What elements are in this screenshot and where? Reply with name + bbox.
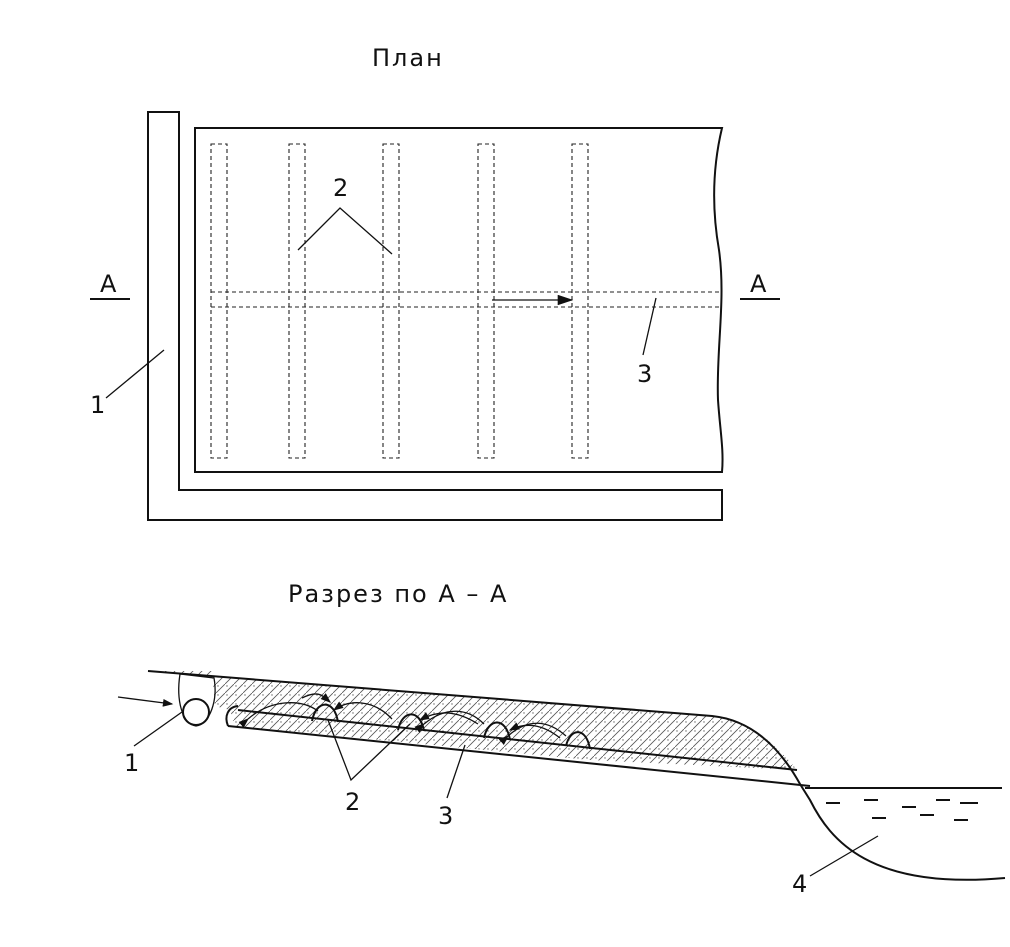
section-leader-water-body: [809, 835, 879, 877]
plan-drain: [288, 143, 306, 459]
plan-leader-collector: [642, 297, 657, 356]
plan-section-mark-right: А: [750, 270, 767, 298]
section-drain: [311, 703, 339, 723]
plan-label-ditch: 1: [90, 391, 105, 419]
section-title: Разрез по А – А: [288, 580, 508, 608]
section-collector: [225, 705, 811, 787]
section-ground-surface: [147, 670, 1006, 881]
plan-leader-ditch: [105, 349, 165, 399]
plan-label-collector: 3: [637, 360, 652, 388]
plan-ditch: [147, 111, 723, 521]
section-leader-drains: [327, 719, 411, 782]
plan-section-mark-left: А: [100, 270, 117, 298]
section-drain: [565, 731, 591, 750]
section-label-drains: 2: [345, 788, 360, 816]
plan-drains: [210, 143, 589, 459]
plan-drain: [210, 143, 228, 459]
section-water-dashes: [826, 799, 978, 821]
section-label-ditch: 1: [124, 749, 139, 777]
section-leader-collector: [446, 744, 466, 799]
section-label-collector: 3: [438, 802, 453, 830]
plan-collector: [211, 291, 722, 308]
plan-label-drains: 2: [333, 174, 348, 202]
plan-title: План: [372, 44, 444, 72]
section-inflow-arrow: [117, 696, 174, 707]
plan-drain: [571, 143, 589, 459]
plan-leader-drains: [297, 207, 393, 255]
section-leader-ditch: [133, 711, 183, 747]
section-ditch-pipe: [182, 698, 210, 726]
section-flow-arrows: [238, 693, 567, 745]
plan-field-boundary: [194, 127, 724, 473]
section-label-water-body: 4: [792, 870, 807, 898]
plan-drain: [382, 143, 400, 459]
plan-drain: [477, 143, 495, 459]
